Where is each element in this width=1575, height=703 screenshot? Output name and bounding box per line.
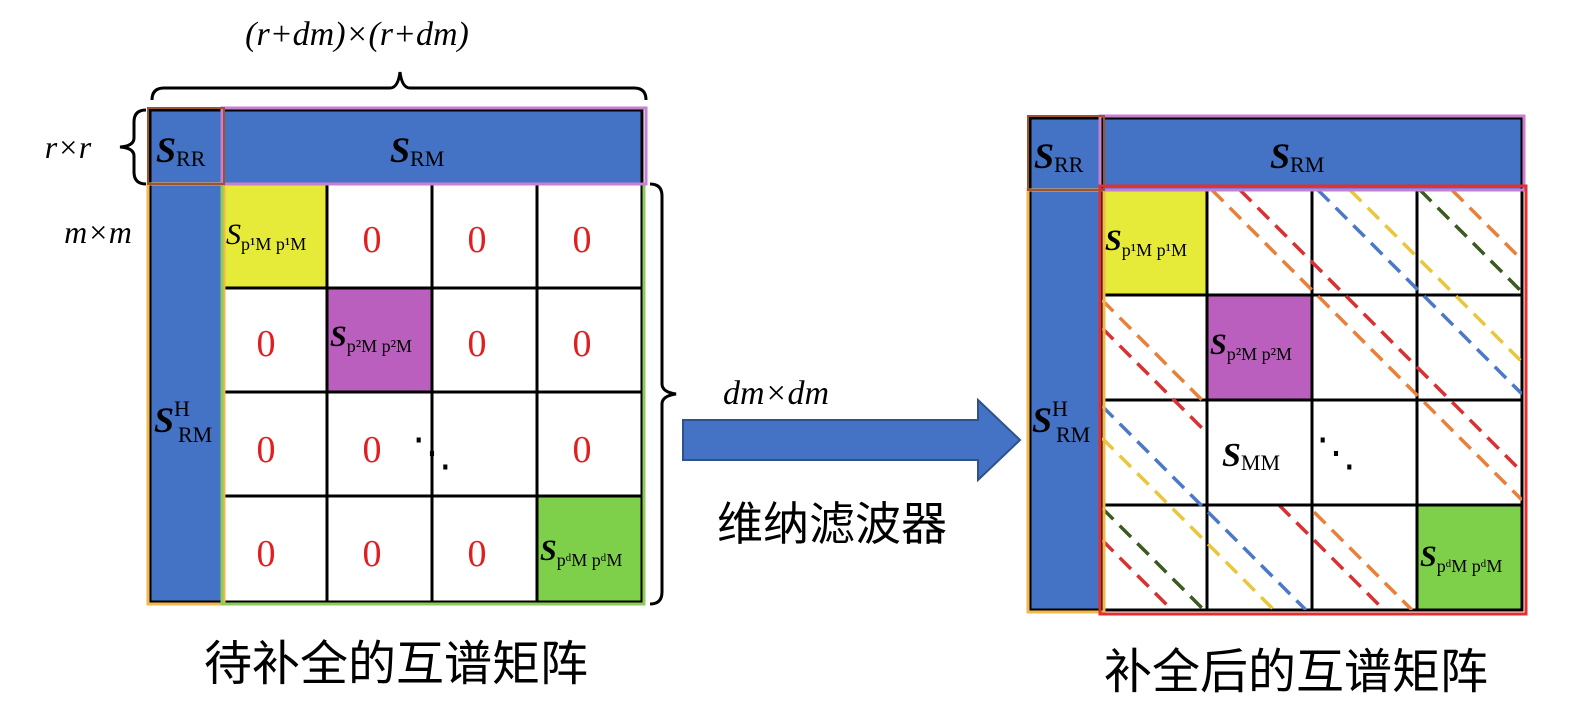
right-srr-block xyxy=(1028,116,1104,192)
left-outline-brown xyxy=(147,107,225,185)
left-srm-block xyxy=(220,108,644,186)
left-cell xyxy=(535,390,644,498)
zero-entry: 0 xyxy=(257,323,276,365)
right-srm-block xyxy=(1100,116,1524,192)
right-dashed-lines xyxy=(1102,190,1522,610)
left-diag-block-3 xyxy=(535,494,644,604)
left-cell xyxy=(535,182,644,290)
dashed-line xyxy=(1102,404,1308,610)
zero-entry: 0 xyxy=(573,429,592,471)
left-caption: 待补全的互谱矩阵 xyxy=(204,636,588,692)
dm-size-label: dm×dm xyxy=(723,375,829,412)
dashed-line xyxy=(1348,190,1522,364)
left-cell xyxy=(325,390,434,498)
right-srmh-block xyxy=(1028,188,1104,612)
zero-entry: 0 xyxy=(468,533,487,575)
right-cell xyxy=(1205,503,1314,612)
right-cell xyxy=(1310,503,1419,612)
top-brace xyxy=(150,71,648,101)
left-cell xyxy=(220,494,329,604)
wiener-filter-label: 维纳滤波器 xyxy=(717,497,947,551)
right-diag-label-3: SpᵈM pᵈM xyxy=(1420,540,1502,576)
dashed-line xyxy=(1316,190,1522,396)
right-outline-red xyxy=(1098,184,1528,616)
right-cell-center xyxy=(1205,398,1314,507)
rr-size-label: r×r xyxy=(45,129,92,165)
right-outline-brown xyxy=(1027,115,1105,191)
left-srm-label: SRM xyxy=(390,130,444,171)
right-diag-label-2: Sp²M p²M xyxy=(1210,328,1292,364)
zero-entry: 0 xyxy=(363,219,382,261)
zero-entry: 0 xyxy=(468,323,487,365)
dashed-line xyxy=(1102,298,1414,610)
left-cell xyxy=(430,390,539,498)
left-diag-label-1: Sp¹M p¹M xyxy=(226,218,306,254)
dm-brace xyxy=(649,182,677,606)
zero-entry: 0 xyxy=(363,533,382,575)
left-srmh-block xyxy=(148,182,224,604)
right-outline-purple xyxy=(1098,114,1526,192)
mm-size-label: m×m xyxy=(64,214,132,250)
zero-entry: 0 xyxy=(257,429,276,471)
left-cell xyxy=(430,494,539,604)
left-zeros: 0 0 0 0 0 0 0 0 0 0 0 0 xyxy=(257,219,592,575)
left-diag-label-3: SpᵈM pᵈM xyxy=(540,534,622,570)
left-outline-purple xyxy=(220,106,648,186)
left-cell xyxy=(325,494,434,604)
dashed-line xyxy=(1450,190,1522,262)
dashed-line xyxy=(1102,436,1276,610)
zero-entry: 0 xyxy=(573,323,592,365)
right-cell xyxy=(1310,293,1419,402)
zero-entry: 0 xyxy=(573,219,592,261)
wiener-arrow: dm×dm 维纳滤波器 xyxy=(682,375,1022,551)
right-cell xyxy=(1205,188,1314,297)
right-diag-block-2-top xyxy=(1205,293,1314,402)
right-arrow-icon xyxy=(682,397,1022,483)
zero-entry: 0 xyxy=(257,533,276,575)
zero-entry: 0 xyxy=(468,219,487,261)
left-size-label: (r+dm)×(r+dm) xyxy=(245,16,469,53)
left-grid xyxy=(220,182,644,604)
right-srr-label: SRR xyxy=(1034,136,1084,177)
dashed-line xyxy=(1102,538,1174,610)
right-srm-label: SRM xyxy=(1270,136,1324,177)
right-diag-dots: ⋱ xyxy=(1316,430,1356,475)
right-diag-block-3-top xyxy=(1415,503,1524,612)
right-cell-center xyxy=(1310,398,1419,507)
right-diag-label-1: Sp¹M p¹M xyxy=(1105,224,1187,260)
rr-brace xyxy=(119,108,147,186)
right-cell xyxy=(1100,293,1209,402)
dashed-line xyxy=(1102,326,1386,610)
dashed-line xyxy=(1238,190,1522,474)
left-diag-label-2: Sp²M p²M xyxy=(330,320,412,356)
right-cell xyxy=(1415,293,1524,402)
left-srr-label: SRR xyxy=(156,130,206,171)
dashed-line xyxy=(1210,190,1522,502)
right-cell xyxy=(1415,398,1524,507)
right-smm-label: SMM xyxy=(1222,437,1280,475)
left-diag-dots: ⋱ xyxy=(412,430,452,475)
zero-entry: 0 xyxy=(363,429,382,471)
right-caption: 补全后的互谱矩阵 xyxy=(1104,644,1488,700)
left-cell xyxy=(430,286,539,394)
